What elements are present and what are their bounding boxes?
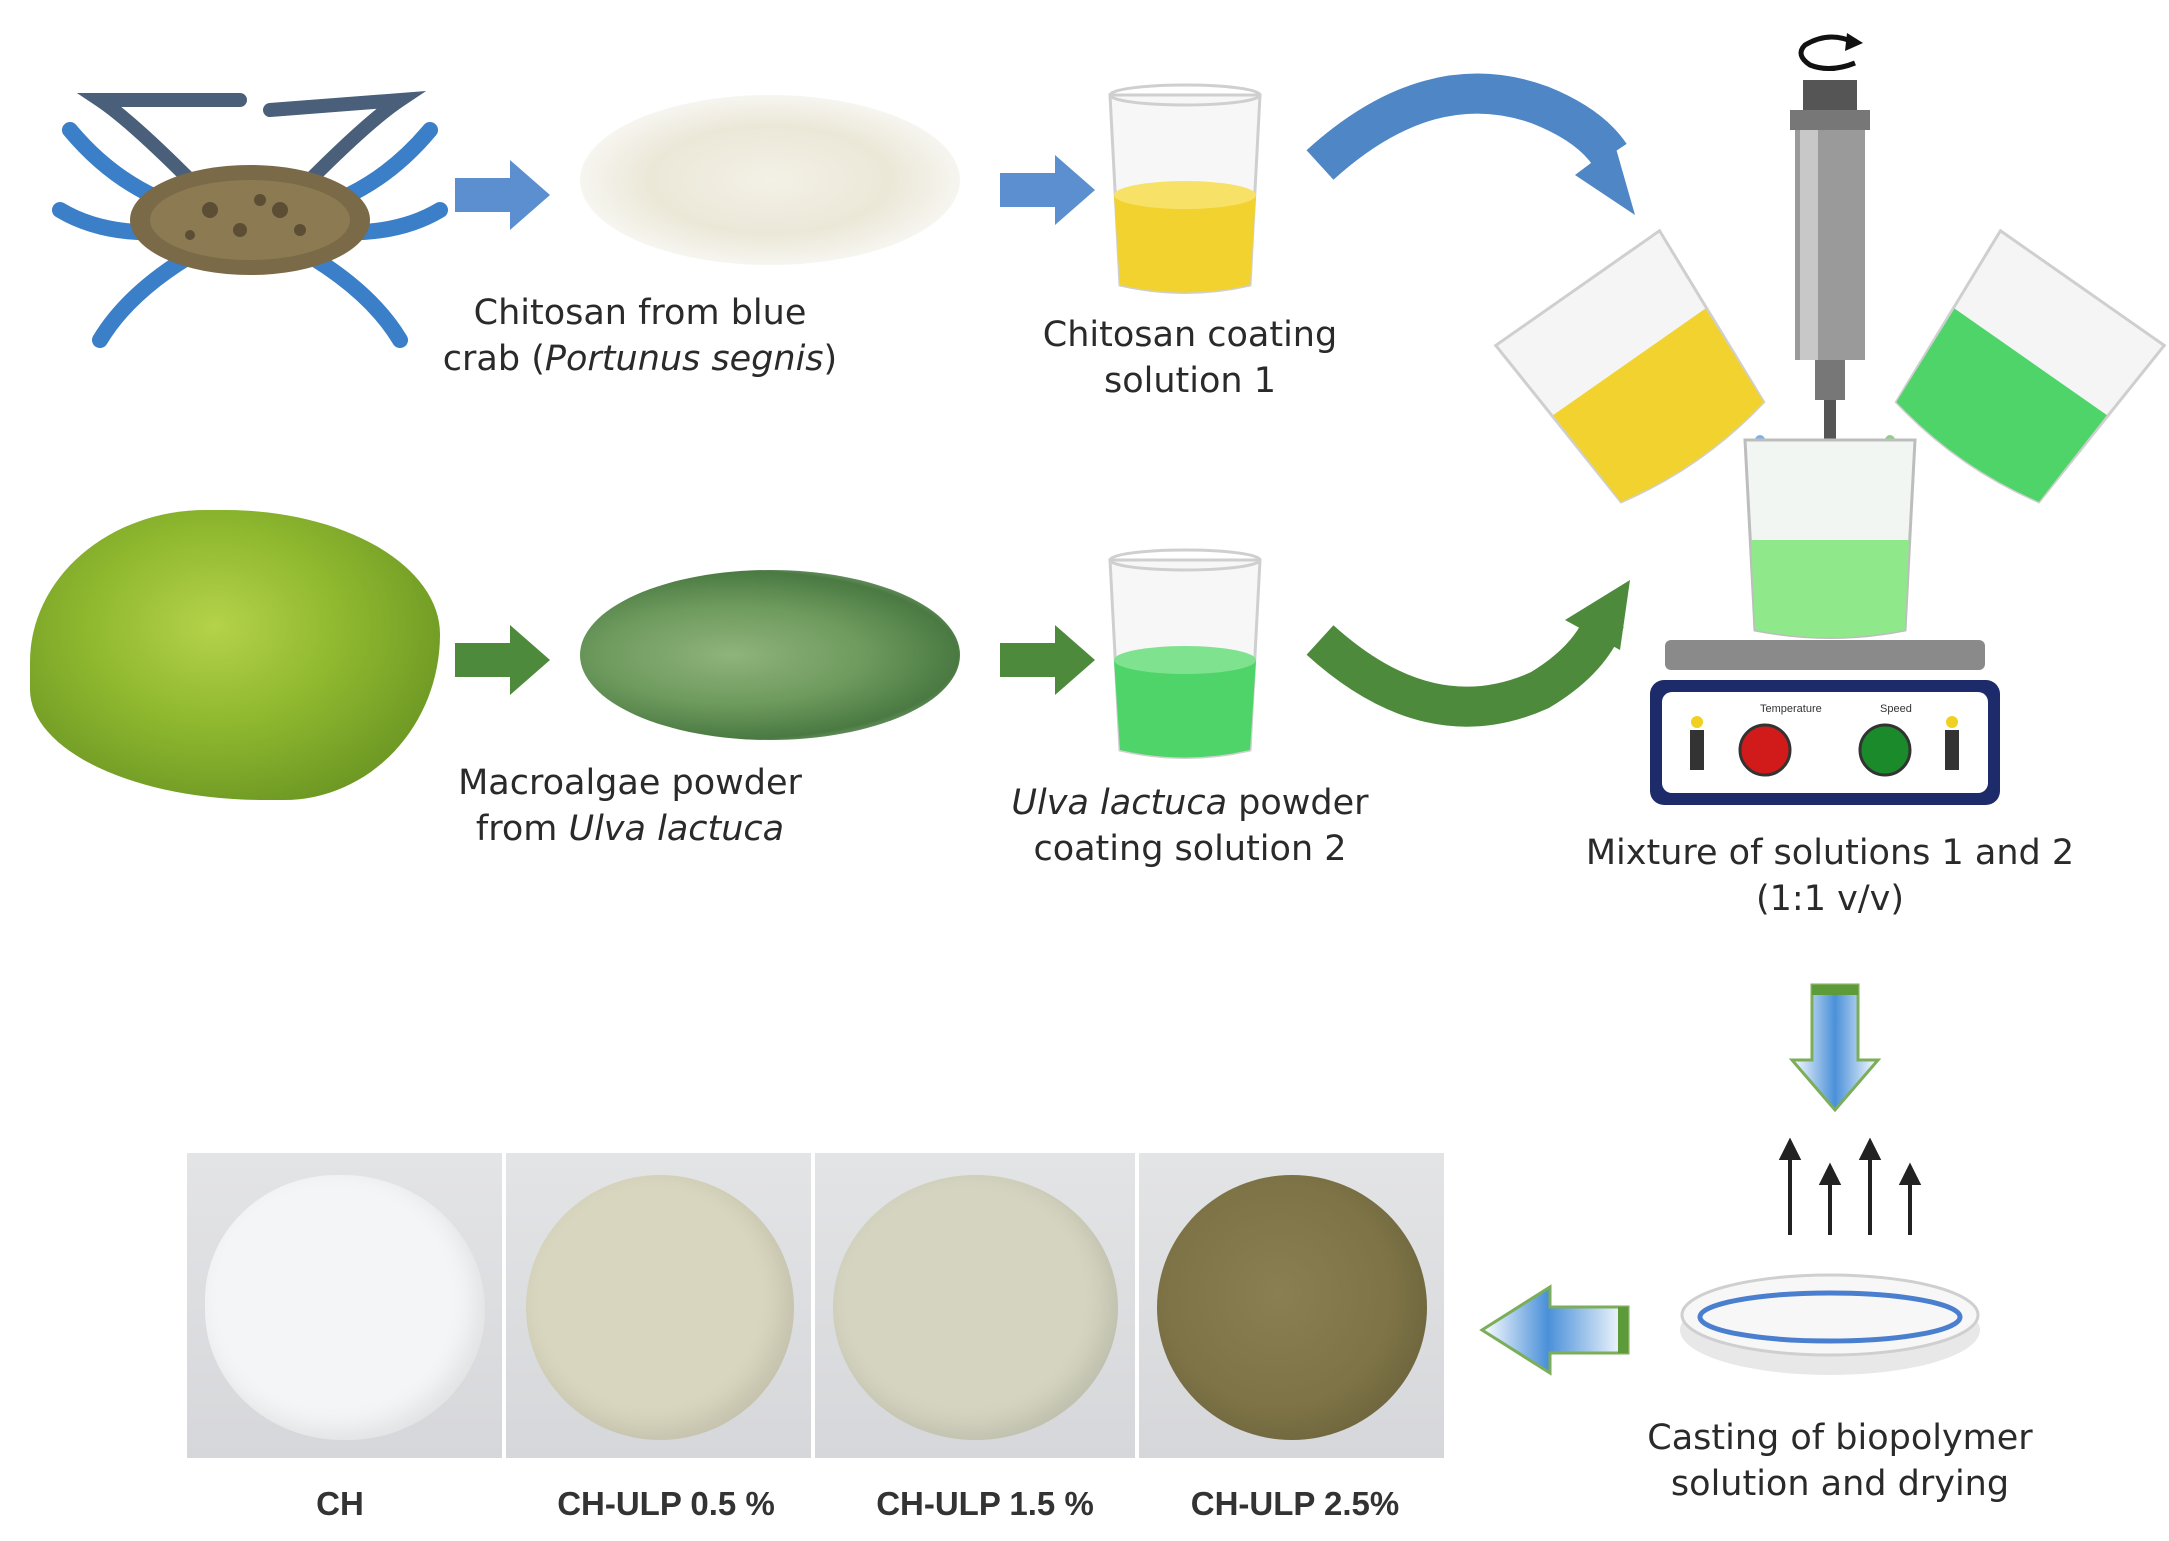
film-photo-ch-ulp-0-5 xyxy=(506,1153,811,1458)
film-photo-ch xyxy=(187,1153,502,1458)
curved-arrow-blue-icon xyxy=(1306,73,1635,215)
ulva-lactuca-image xyxy=(30,510,440,800)
mixture-label: Mixture of solutions 1 and 2 (1:1 v/v) xyxy=(1560,830,2100,922)
mixing-beaker-icon xyxy=(1743,435,1917,639)
film-label-ch: CH xyxy=(316,1485,364,1522)
chitosan-solution-line1: Chitosan coating xyxy=(1042,315,1338,355)
arrow-right-icon xyxy=(1000,625,1095,695)
arrow-right-icon xyxy=(455,160,550,230)
petri-dish-icon xyxy=(1680,1273,1980,1375)
film-disc xyxy=(833,1175,1118,1440)
algae-label-line1: Macroalgae powder xyxy=(458,763,802,803)
algae-powder-image xyxy=(580,570,960,740)
casting-line1: Casting of biopolymer xyxy=(1647,1418,2033,1458)
casting-line2: solution and drying xyxy=(1670,1464,2010,1504)
rotation-icon xyxy=(1798,33,1863,71)
arrow-right-icon xyxy=(455,625,550,695)
film-label-ch-ulp-2-5: CH-ULP 2.5% xyxy=(1190,1485,1400,1522)
mixture-line2: (1:1 v/v) xyxy=(1756,879,1904,919)
algae-label: Macroalgae powder from Ulva lactuca xyxy=(420,760,840,852)
crab-species-name: Portunus segnis xyxy=(544,339,824,379)
arrow-left-icon xyxy=(1479,1284,1630,1376)
film-label-ch-ulp-1-5: CH-ULP 1.5 % xyxy=(876,1485,1094,1522)
chitosan-powder-image xyxy=(580,95,960,265)
yellow-beaker-pouring-icon xyxy=(1493,228,1766,504)
crab-label-line1: Chitosan from blue xyxy=(473,293,807,333)
ulva-solution-line1: powder xyxy=(1227,783,1369,823)
film-photo-ch-ulp-1-5 xyxy=(815,1153,1135,1458)
curved-arrow-green-icon xyxy=(1306,580,1630,727)
crab-label-text: crab ( xyxy=(442,339,545,379)
ulva-solution-line2: coating solution 2 xyxy=(1033,829,1347,869)
crab-label-paren: ) xyxy=(823,339,838,379)
film-disc xyxy=(1157,1175,1427,1440)
algae-label-text: from xyxy=(475,809,569,849)
crab-label: Chitosan from blue crab (Portunus segnis… xyxy=(420,290,860,382)
chitosan-solution-label: Chitosan coating solution 1 xyxy=(1000,312,1380,404)
chitosan-solution-line2: solution 1 xyxy=(1104,361,1276,401)
mixture-line1: Mixture of solutions 1 and 2 xyxy=(1585,833,2075,873)
film-label-ch-ulp-0-5: CH-ULP 0.5 % xyxy=(557,1485,775,1522)
casting-label: Casting of biopolymer solution and dryin… xyxy=(1600,1415,2080,1507)
chitosan-beaker-icon xyxy=(1108,83,1262,294)
ulva-beaker-icon xyxy=(1108,548,1262,759)
film-photo-ch-ulp-2-5 xyxy=(1139,1153,1444,1458)
ulva-solution-species: Ulva lactuca xyxy=(1011,783,1228,823)
blue-crab-image xyxy=(40,60,460,350)
film-disc xyxy=(526,1175,794,1440)
film-disc xyxy=(205,1175,485,1440)
ulva-solution-label: Ulva lactuca powder coating solution 2 xyxy=(990,780,1390,872)
algae-species-name: Ulva lactuca xyxy=(568,809,785,849)
evaporation-arrows-icon xyxy=(1778,1137,1922,1235)
magnetic-stirrer-icon: Temperature Speed xyxy=(1650,640,2000,805)
green-beaker-pouring-icon xyxy=(1894,228,2167,504)
arrow-right-icon xyxy=(1000,155,1095,225)
speed-label: Speed xyxy=(1880,703,1912,715)
temperature-label: Temperature xyxy=(1760,703,1822,715)
arrow-down-icon xyxy=(1788,983,1882,1113)
